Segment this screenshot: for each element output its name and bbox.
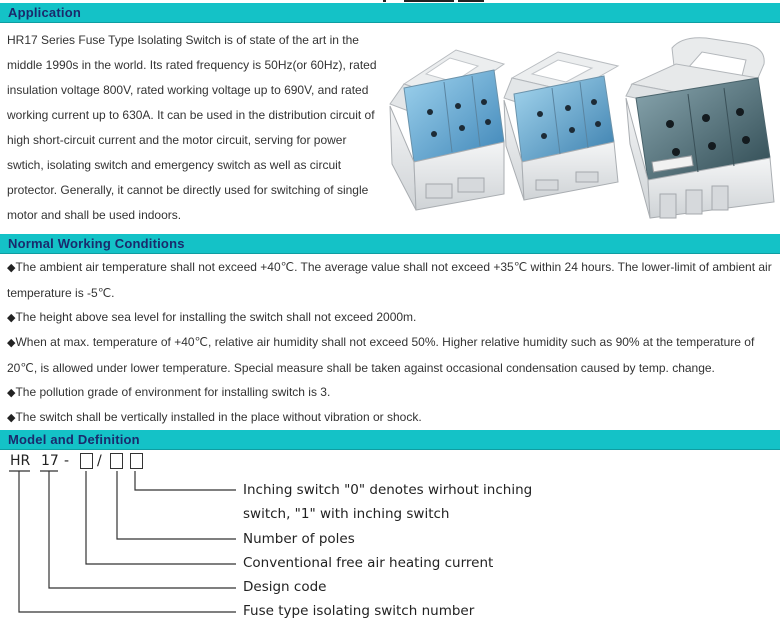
model-series: 17: [41, 453, 59, 469]
model-prefix: HR: [10, 453, 31, 469]
cropped-top-text: [0, 0, 782, 3]
condition-item: ◆The pollution grade of environment for …: [7, 380, 777, 406]
switch-unit-middle: [503, 51, 620, 201]
definition-label: switch, "1" with inching switch: [243, 506, 450, 522]
application-title: Application: [8, 5, 81, 20]
bullet-icon: ◆: [7, 337, 16, 349]
model-slash: /: [97, 453, 102, 469]
application-header: Application: [0, 3, 780, 23]
bullet-icon: ◆: [7, 412, 16, 424]
bullet-icon: ◆: [7, 387, 16, 399]
placeholder-box-inching: [130, 453, 143, 469]
condition-text: The ambient air temperature shall not ex…: [7, 260, 772, 300]
conditions-header: Normal Working Conditions: [0, 234, 780, 254]
bullet-icon: ◆: [7, 262, 16, 274]
model-dash: -: [64, 453, 70, 469]
definition-label: Inching switch "0" denotes wirhout inchi…: [243, 482, 533, 498]
condition-text: The height above sea level for installin…: [15, 310, 417, 324]
switch-unit-left: [389, 49, 506, 211]
model-title: Model and Definition: [8, 432, 140, 447]
conditions-title: Normal Working Conditions: [8, 236, 185, 251]
definition-label: Conventional free air heating current: [243, 555, 494, 571]
definition-label: Fuse type isolating switch number: [243, 603, 475, 619]
placeholder-box-poles: [110, 453, 123, 469]
switch-unit-right: [625, 37, 775, 219]
definition-leader-lines: [9, 470, 236, 613]
condition-item: ◆The height above sea level for installi…: [7, 305, 777, 331]
definition-label: Number of poles: [243, 531, 355, 547]
model-header: Model and Definition: [0, 430, 780, 450]
condition-text: The switch shall be vertically installed…: [15, 410, 422, 424]
placeholder-box-current: [80, 453, 93, 469]
condition-item: ◆The ambient air temperature shall not e…: [7, 255, 777, 306]
product-photo: [389, 37, 775, 219]
bullet-icon: ◆: [7, 312, 16, 324]
condition-item: ◆The switch shall be vertically installe…: [7, 405, 777, 431]
application-description: HR17 Series Fuse Type Isolating Switch i…: [7, 28, 379, 228]
model-diagram: HR 17 - / Inching switch "0" denotes wir…: [0, 451, 782, 636]
condition-text: The pollution grade of environment for i…: [15, 385, 331, 399]
application-paragraph: HR17 Series Fuse Type Isolating Switch i…: [7, 33, 377, 222]
definition-label: Design code: [243, 579, 327, 595]
condition-text: When at max. temperature of +40℃, relati…: [7, 335, 755, 375]
condition-item: ◆When at max. temperature of +40℃, relat…: [7, 330, 777, 381]
